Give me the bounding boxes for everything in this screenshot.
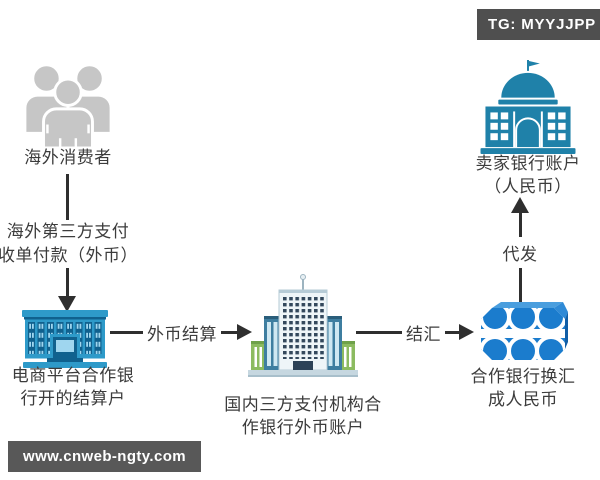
connector-line	[66, 174, 69, 220]
arrow-head-down-icon	[58, 296, 76, 312]
connector-line	[66, 268, 69, 297]
seller-bank-label: 卖家银行账户 （人民币）	[475, 154, 581, 196]
arrow-line	[110, 330, 143, 334]
vault-box-icon	[478, 302, 568, 364]
payment-institution-label: 国内三方支付机构合 作银行外币账户	[224, 395, 382, 437]
arrow-line	[445, 330, 459, 334]
distribution-edge-label: 代发	[502, 245, 538, 264]
arrow-line	[356, 330, 402, 334]
edge-acquiring-payment-label: 海外第三方支付 收单付款（外币）	[0, 222, 138, 265]
settlement-bank-label: 电商平台合作银 行开的结算户	[11, 366, 135, 408]
domed-bank-icon	[472, 60, 584, 154]
arrow-line	[518, 213, 522, 237]
fx-conversion-edge-label: 结汇	[406, 324, 441, 344]
arrow-head-right-icon	[459, 324, 474, 340]
arrow-head-up-icon	[511, 197, 529, 213]
office-tower-icon	[248, 274, 358, 386]
arrow-line	[518, 268, 522, 302]
website-watermark: www.cnweb-ngty.com	[8, 441, 202, 472]
edge-vault-to-seller: 代发	[492, 197, 548, 302]
arrow-head-right-icon	[237, 324, 252, 340]
arrow-line	[221, 330, 237, 334]
telegram-badge: TG: MYYJJPP	[477, 9, 600, 40]
people-group-icon	[21, 55, 115, 149]
bank-building-icon	[22, 310, 108, 368]
consumers-label: 海外消费者	[24, 148, 112, 167]
exchange-vault-label: 合作银行换汇 成人民币	[470, 367, 576, 409]
edge-institution-to-vault: 结汇	[356, 320, 474, 344]
edge-settlement-to-institution: 外币结算	[110, 320, 252, 344]
fx-settlement-edge-label: 外币结算	[147, 324, 217, 344]
